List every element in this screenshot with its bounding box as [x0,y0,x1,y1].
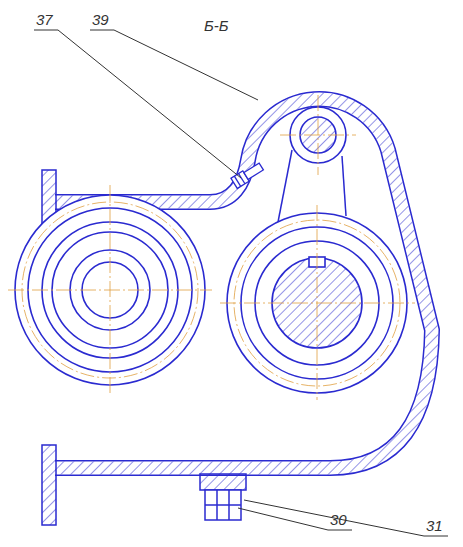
center-lines [8,95,415,400]
callout-number: 39 [92,12,109,27]
callout-number: 37 [36,12,53,27]
section-label: Б-Б [204,18,229,33]
grease-fitting [231,161,264,188]
callout-number: 31 [426,518,443,533]
callout-number: 30 [330,512,347,527]
leader-lines [34,30,448,536]
drain-plug [200,474,246,520]
